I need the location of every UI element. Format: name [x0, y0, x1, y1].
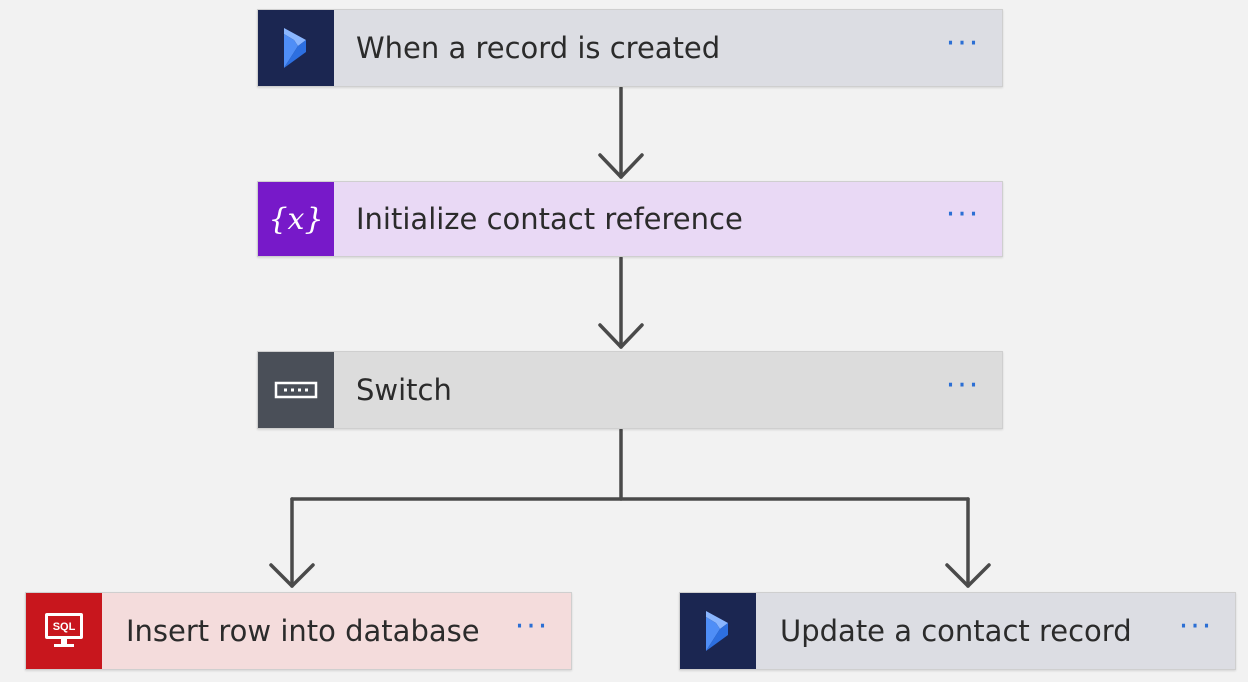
initialize-variable-more-button[interactable]: ···	[945, 196, 981, 232]
update-contact-more-button[interactable]: ···	[1178, 608, 1214, 644]
initialize-variable-title: Initialize contact reference	[356, 202, 743, 236]
update-contact-card[interactable]: Update a contact record ···	[679, 592, 1236, 670]
trigger-title: When a record is created	[356, 31, 721, 65]
update-contact-title: Update a contact record	[780, 614, 1132, 648]
dynamics-icon	[680, 593, 756, 669]
sql-insert-card[interactable]: SQL Insert row into database ···	[25, 592, 572, 670]
arrowhead-init	[598, 153, 644, 179]
variable-icon-glyph: {x}	[268, 201, 324, 237]
variable-icon: {x}	[258, 182, 334, 256]
switch-card[interactable]: Switch ···	[257, 351, 1003, 429]
sql-icon: SQL	[26, 593, 102, 669]
switch-title: Switch	[356, 373, 452, 407]
initialize-variable-card[interactable]: {x} Initialize contact reference ···	[257, 181, 1003, 257]
dynamics-icon	[258, 10, 334, 86]
switch-icon	[258, 352, 334, 428]
trigger-more-button[interactable]: ···	[945, 25, 981, 61]
arrowhead-update	[945, 563, 991, 588]
switch-more-button[interactable]: ···	[945, 367, 981, 403]
arrowhead-sql	[269, 563, 315, 588]
trigger-card[interactable]: When a record is created ···	[257, 9, 1003, 87]
sql-insert-more-button[interactable]: ···	[514, 608, 550, 644]
sql-icon-label: SQL	[53, 621, 76, 633]
sql-insert-title: Insert row into database	[126, 614, 480, 648]
arrowhead-switch	[598, 323, 644, 349]
